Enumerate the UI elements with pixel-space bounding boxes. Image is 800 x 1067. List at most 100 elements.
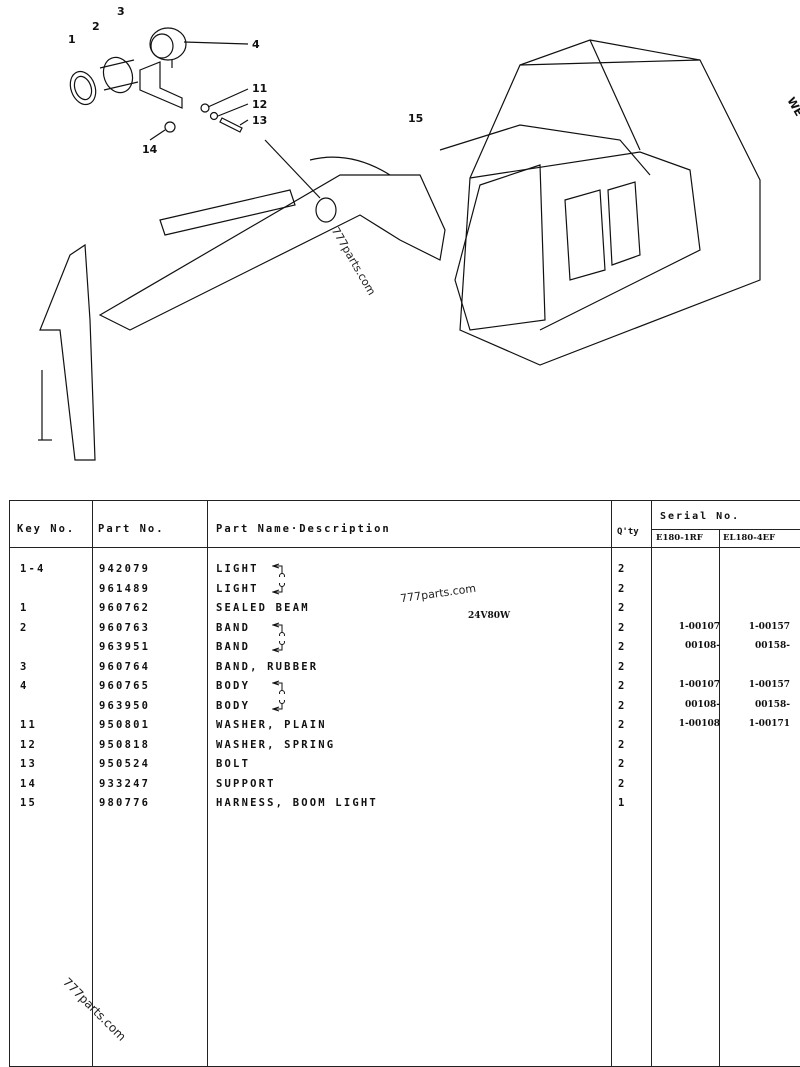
header-qty: Q'ty (617, 527, 639, 537)
qty-cell: 2 (618, 602, 627, 614)
part-name-cell: LIGHT (216, 563, 259, 575)
table-row: 963950 BODY 2 00108- 00158- (10, 698, 800, 718)
part-number-cell: 942079 (99, 563, 151, 575)
serial-b-cell: 00158- (754, 641, 790, 651)
qty-cell: 2 (618, 621, 627, 634)
qty-cell: 2 (618, 719, 627, 731)
part-name-cell: BAND (216, 641, 251, 653)
qty-cell: 2 (618, 699, 627, 712)
table-row: 13 950524 BOLT 2 (10, 756, 800, 776)
serial-a-cell: 1-00108 (678, 719, 720, 729)
header-serial-b: EL180-4EF (723, 533, 776, 543)
key-cell: 13 (20, 758, 38, 770)
part-number-cell: 950524 (99, 758, 151, 770)
table-row: 963951 BAND 2 00108- 00158- (10, 639, 800, 659)
serial-b-cell: 00158- (754, 699, 790, 710)
serial-divider (651, 529, 800, 530)
header-serial-a: E180-1RF (656, 533, 703, 543)
table-row: 14 933247 SUPPORT 2 (10, 776, 800, 796)
alternate-bracket-icon (272, 622, 285, 636)
col-divider (92, 501, 93, 1066)
col-divider (651, 501, 652, 1066)
qty-cell: 2 (618, 777, 627, 790)
serial-b-cell: 1-00157 (748, 680, 790, 690)
part-number-cell: 961489 (99, 582, 151, 595)
header-key: Key No. (17, 523, 76, 535)
part-number-cell: 963951 (99, 641, 151, 653)
qty-cell: 2 (618, 758, 627, 770)
table-row: 15 980776 HARNESS, BOOM LIGHT 1 (10, 795, 800, 815)
serial-b-cell: 1-00157 (748, 621, 790, 632)
qty-cell: 2 (618, 660, 627, 673)
part-name-cell: BODY (216, 680, 251, 692)
part-name-cell: BOLT (216, 758, 251, 770)
qty-cell: 2 (618, 563, 627, 575)
callout-12: 12 (252, 98, 267, 111)
col-divider (611, 501, 612, 1066)
alternate-bracket-icon (272, 641, 285, 653)
qty-cell: 2 (618, 641, 627, 653)
part-name-cell: SUPPORT (216, 777, 276, 790)
part-name-cell: BAND, RUBBER (216, 660, 319, 673)
serial-a-cell: 00108- (684, 699, 720, 710)
voltage-note: 24V80W (468, 611, 511, 621)
callout-11: 11 (252, 82, 267, 95)
header-serial: Serial No. (660, 511, 741, 522)
alternate-bracket-icon (272, 563, 285, 577)
part-name-cell: BODY (216, 699, 251, 712)
callout-1: 1 (68, 33, 76, 46)
excavator-drawing: 1 2 3 4 11 12 13 14 15 WE (38, 5, 800, 461)
part-number-cell: 960764 (99, 660, 151, 673)
callout-15: 15 (408, 112, 423, 125)
qty-cell: 2 (618, 582, 627, 595)
qty-cell: 1 (618, 797, 627, 809)
table-row: 961489 LIGHT 2 (10, 581, 800, 601)
serial-a-cell: 1-00107 (678, 621, 720, 632)
parts-table: Key No. Part No. Part Name·Description Q… (9, 500, 800, 1067)
key-cell: 4 (20, 680, 29, 692)
part-name-cell: WASHER, PLAIN (216, 719, 327, 731)
key-cell: 2 (20, 621, 29, 634)
key-cell: 11 (20, 719, 38, 731)
key-cell: 15 (20, 797, 38, 809)
part-number-cell: 980776 (99, 797, 151, 809)
part-number-cell: 960763 (99, 621, 151, 634)
part-number-cell: 933247 (99, 777, 151, 790)
key-cell: 1-4 (20, 563, 46, 575)
table-row: 2 960763 BAND 2 1-00107 1-00157 (10, 620, 800, 640)
qty-cell: 2 (618, 680, 627, 692)
part-number-cell: 960762 (99, 602, 151, 614)
alternate-bracket-icon (272, 680, 285, 694)
key-cell: 1 (20, 602, 29, 614)
col-divider (207, 501, 208, 1066)
serial-a-cell: 00108- (684, 641, 720, 651)
edge-text: WE (784, 95, 800, 119)
part-name-cell: HARNESS, BOOM LIGHT (216, 797, 378, 809)
qty-cell: 2 (618, 738, 627, 751)
key-cell: 14 (20, 777, 38, 790)
alternate-bracket-icon (272, 699, 285, 711)
part-name-cell: LIGHT (216, 582, 259, 595)
key-cell: 12 (20, 738, 38, 751)
callout-13: 13 (252, 114, 267, 127)
serial-b-cell: 1-00171 (748, 719, 790, 729)
part-name-cell: WASHER, SPRING (216, 738, 336, 751)
callout-3: 3 (117, 5, 125, 18)
table-row: 11 950801 WASHER, PLAIN 2 1-00108 1-00171 (10, 717, 800, 737)
table-row: 12 950818 WASHER, SPRING 2 (10, 737, 800, 757)
serial-a-cell: 1-00107 (678, 680, 720, 690)
header-part: Part No. (98, 523, 165, 535)
part-number-cell: 950801 (99, 719, 151, 731)
alternate-bracket-icon (272, 582, 285, 594)
header-name: Part Name·Description (216, 523, 391, 535)
key-cell: 3 (20, 660, 29, 673)
callout-14: 14 (142, 143, 158, 156)
header-divider (10, 547, 800, 548)
part-number-cell: 950818 (99, 738, 151, 751)
part-number-cell: 963950 (99, 699, 151, 712)
callout-2: 2 (92, 20, 100, 33)
exploded-illustration: 1 2 3 4 11 12 13 14 15 WE (0, 0, 800, 470)
part-name-cell: BAND (216, 621, 251, 634)
